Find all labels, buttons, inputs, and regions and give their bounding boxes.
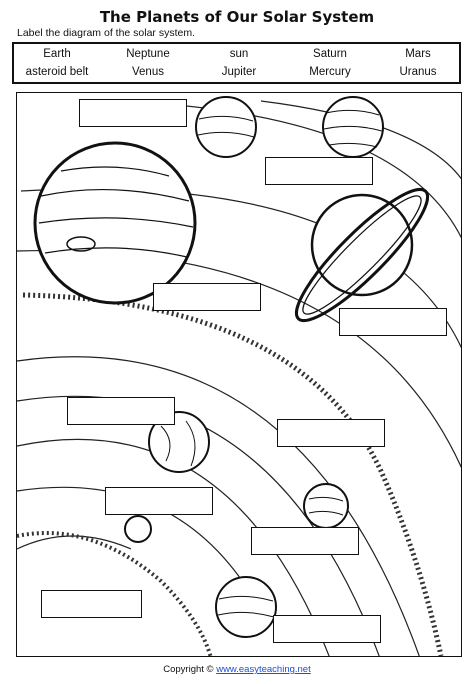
label-box-7[interactable]: [105, 487, 213, 515]
orbit-neptune: [260, 100, 461, 180]
word-bank: Earth Neptune sun Saturn Mars asteroid b…: [12, 42, 461, 84]
planet-mercury: [124, 515, 152, 543]
planet-jupiter: [33, 141, 197, 305]
word-bank-neptune: Neptune: [126, 48, 170, 60]
word-bank-mercury: Mercury: [309, 66, 351, 78]
word-bank-earth: Earth: [43, 48, 71, 60]
word-bank-uranus: Uranus: [399, 66, 437, 78]
word-bank-asteroid-belt: asteroid belt: [25, 66, 89, 78]
orbit-earth: [17, 395, 380, 656]
label-box-5[interactable]: [67, 397, 175, 425]
word-bank-venus: Venus: [132, 66, 164, 78]
label-box-10[interactable]: [273, 615, 381, 643]
label-box-2[interactable]: [265, 157, 373, 185]
word-bank-mars: Mars: [405, 48, 431, 60]
planet-venus: [215, 576, 277, 638]
solar-system-diagram: [16, 92, 462, 657]
copyright-text: Copyright ©: [163, 664, 214, 675]
label-box-9[interactable]: [41, 590, 142, 618]
word-bank-sun: sun: [229, 48, 249, 60]
website-link[interactable]: www.easyteaching.net: [216, 664, 311, 675]
planet-earth: [148, 411, 210, 473]
planet-saturn: [294, 187, 430, 323]
label-box-6[interactable]: [277, 419, 385, 447]
label-box-4[interactable]: [339, 308, 447, 336]
word-bank-jupiter: Jupiter: [221, 66, 257, 78]
word-bank-saturn: Saturn: [313, 48, 347, 60]
sun-edge: [17, 531, 213, 656]
label-box-8[interactable]: [251, 527, 359, 555]
orbit-venus: [17, 438, 330, 656]
orbit-mars: [17, 356, 420, 656]
instruction-text: Label the diagram of the solar system.: [17, 27, 196, 39]
solar-system-drawing: [17, 96, 461, 656]
sun-outline: [17, 535, 132, 550]
worksheet-title: The Planets of Our Solar System: [99, 8, 375, 26]
planet-neptune: [195, 96, 257, 158]
planet-mars: [303, 483, 349, 529]
footer: Copyright © www.easyteaching.net: [0, 664, 474, 675]
label-box-3[interactable]: [153, 283, 261, 311]
label-box-1[interactable]: [79, 99, 187, 127]
planet-uranus: [322, 96, 384, 158]
